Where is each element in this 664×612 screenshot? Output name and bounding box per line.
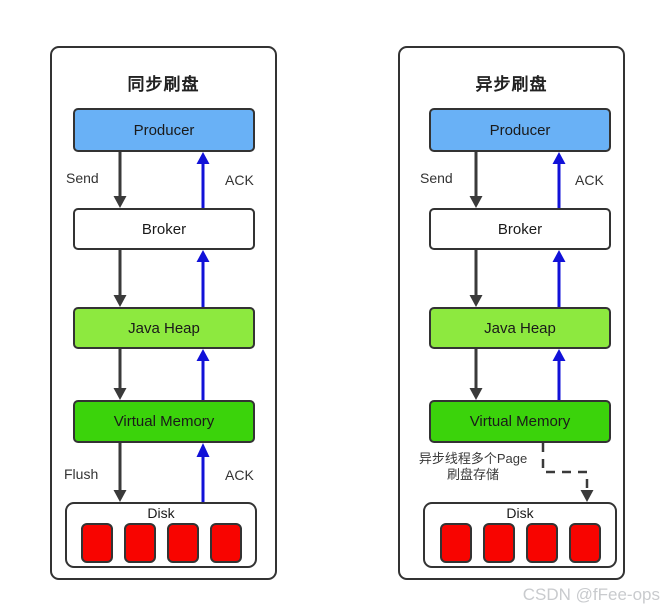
broker-to-heap-arrow xyxy=(469,250,483,307)
virtual-memory-node: Virtual Memory xyxy=(73,400,255,443)
disk-label: Disk xyxy=(506,505,534,521)
disk-node: Disk xyxy=(65,502,257,568)
heap-to-broker-ack-arrow xyxy=(196,250,210,307)
flush-label: Flush xyxy=(64,466,99,482)
vm-to-heap-ack-arrow xyxy=(196,349,210,400)
send-label: Send xyxy=(420,170,453,186)
producer-node: Producer xyxy=(73,108,255,152)
async-flush-dashed-arrow xyxy=(541,443,594,502)
ack-label: ACK xyxy=(225,172,254,188)
async-flush-panel: 异步刷盘 Producer Broker Java Heap Virtual M… xyxy=(398,46,625,580)
ack-label: ACK xyxy=(225,467,254,483)
ack-label: ACK xyxy=(575,172,604,188)
disk-ack-arrow xyxy=(196,443,210,502)
panel-title: 异步刷盘 xyxy=(475,75,548,94)
heap-to-vm-arrow xyxy=(469,349,483,400)
watermark: CSDN @fFee-ops xyxy=(522,585,660,604)
disk-label: Disk xyxy=(147,505,175,521)
send-arrow xyxy=(113,152,127,208)
sync-flush-panel: 同步刷盘 Producer Broker Java Heap Virtual M… xyxy=(50,46,277,580)
flush-arrow xyxy=(113,443,127,502)
vm-to-heap-ack-arrow xyxy=(552,349,566,400)
arrows-layer xyxy=(113,152,210,502)
broker-to-heap-arrow xyxy=(113,250,127,307)
send-label: Send xyxy=(66,170,99,186)
disk-block xyxy=(439,523,472,563)
broker-node: Broker xyxy=(429,208,611,250)
heap-to-vm-arrow xyxy=(113,349,127,400)
disk-blocks xyxy=(425,523,615,563)
disk-block xyxy=(166,523,199,563)
disk-block xyxy=(80,523,113,563)
ack-arrow xyxy=(552,152,566,208)
disk-block xyxy=(482,523,515,563)
disk-block xyxy=(123,523,156,563)
arrows-layer xyxy=(469,152,594,502)
disk-block xyxy=(568,523,601,563)
panel-title: 同步刷盘 xyxy=(127,75,200,94)
async-note-line1: 异步线程多个Page xyxy=(418,451,528,466)
heap-to-broker-ack-arrow xyxy=(552,250,566,307)
virtual-memory-node: Virtual Memory xyxy=(429,400,611,443)
broker-node: Broker xyxy=(73,208,255,250)
disk-node: Disk xyxy=(423,502,617,568)
disk-block xyxy=(525,523,558,563)
java-heap-node: Java Heap xyxy=(73,307,255,349)
ack-arrow xyxy=(196,152,210,208)
async-note: 异步线程多个Page 刷盘存储 xyxy=(400,451,546,483)
java-heap-node: Java Heap xyxy=(429,307,611,349)
producer-node: Producer xyxy=(429,108,611,152)
async-note-line2: 刷盘存储 xyxy=(446,467,499,482)
send-arrow xyxy=(469,152,483,208)
disk-blocks xyxy=(67,523,255,563)
disk-block xyxy=(209,523,242,563)
